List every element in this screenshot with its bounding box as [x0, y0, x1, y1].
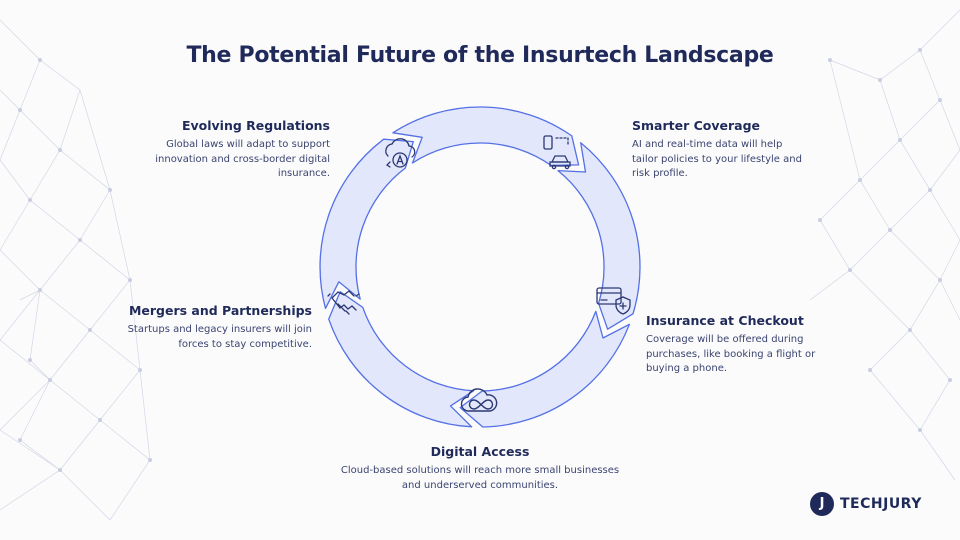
- stage-heading: Smarter Coverage: [632, 118, 761, 133]
- ring-segment-2: [557, 142, 641, 330]
- brand-logo: J TECHJURY: [810, 492, 922, 516]
- handshake-icon: [327, 290, 360, 315]
- cloud-icon: [460, 388, 498, 412]
- stage-digital-access: Digital Access Cloud-based solutions wil…: [330, 444, 630, 493]
- cycle-ring: [319, 106, 641, 428]
- brand-name: TECHJURY: [840, 496, 922, 512]
- stage-description: Global laws will adapt to support innova…: [155, 139, 330, 179]
- ring-segment-5: [319, 138, 414, 310]
- stage-mergers-and-partnerships: Mergers and Partnerships Startups and le…: [112, 303, 312, 352]
- phone-car-icon: [543, 135, 571, 170]
- stage-insurance-at-checkout: Insurance at Checkout Coverage will be o…: [646, 313, 816, 377]
- ring-segment-1: [392, 106, 580, 167]
- stage-evolving-regulations: Evolving Regulations Global laws will ad…: [150, 118, 330, 182]
- ring-segments: [319, 106, 641, 428]
- background-network-left: [0, 19, 152, 521]
- ring-segment-3: [459, 310, 631, 428]
- stage-heading: Digital Access: [430, 444, 530, 459]
- stage-smarter-coverage: Smarter Coverage AI and real-time data w…: [632, 118, 802, 182]
- stage-description: Cloud-based solutions will reach more sm…: [340, 465, 620, 491]
- stage-heading: Insurance at Checkout: [646, 313, 804, 328]
- background-network-right: [809, 9, 960, 481]
- stage-description: Startups and legacy insurers will join f…: [127, 324, 312, 350]
- stage-heading: Mergers and Partnerships: [128, 303, 312, 318]
- stage-heading: Evolving Regulations: [181, 118, 330, 133]
- brand-mark-letter: J: [819, 496, 825, 511]
- ring-segment-4: [328, 291, 475, 428]
- card-shield-icon: [596, 287, 631, 315]
- page-title: The Potential Future of the Insurtech La…: [186, 43, 774, 68]
- stage-description: Coverage will be offered during purchase…: [646, 334, 816, 374]
- cloud-regulation-icon: [385, 138, 416, 168]
- stage-description: AI and real-time data will help tailor p…: [632, 139, 802, 179]
- brand-mark-icon: J: [810, 492, 834, 516]
